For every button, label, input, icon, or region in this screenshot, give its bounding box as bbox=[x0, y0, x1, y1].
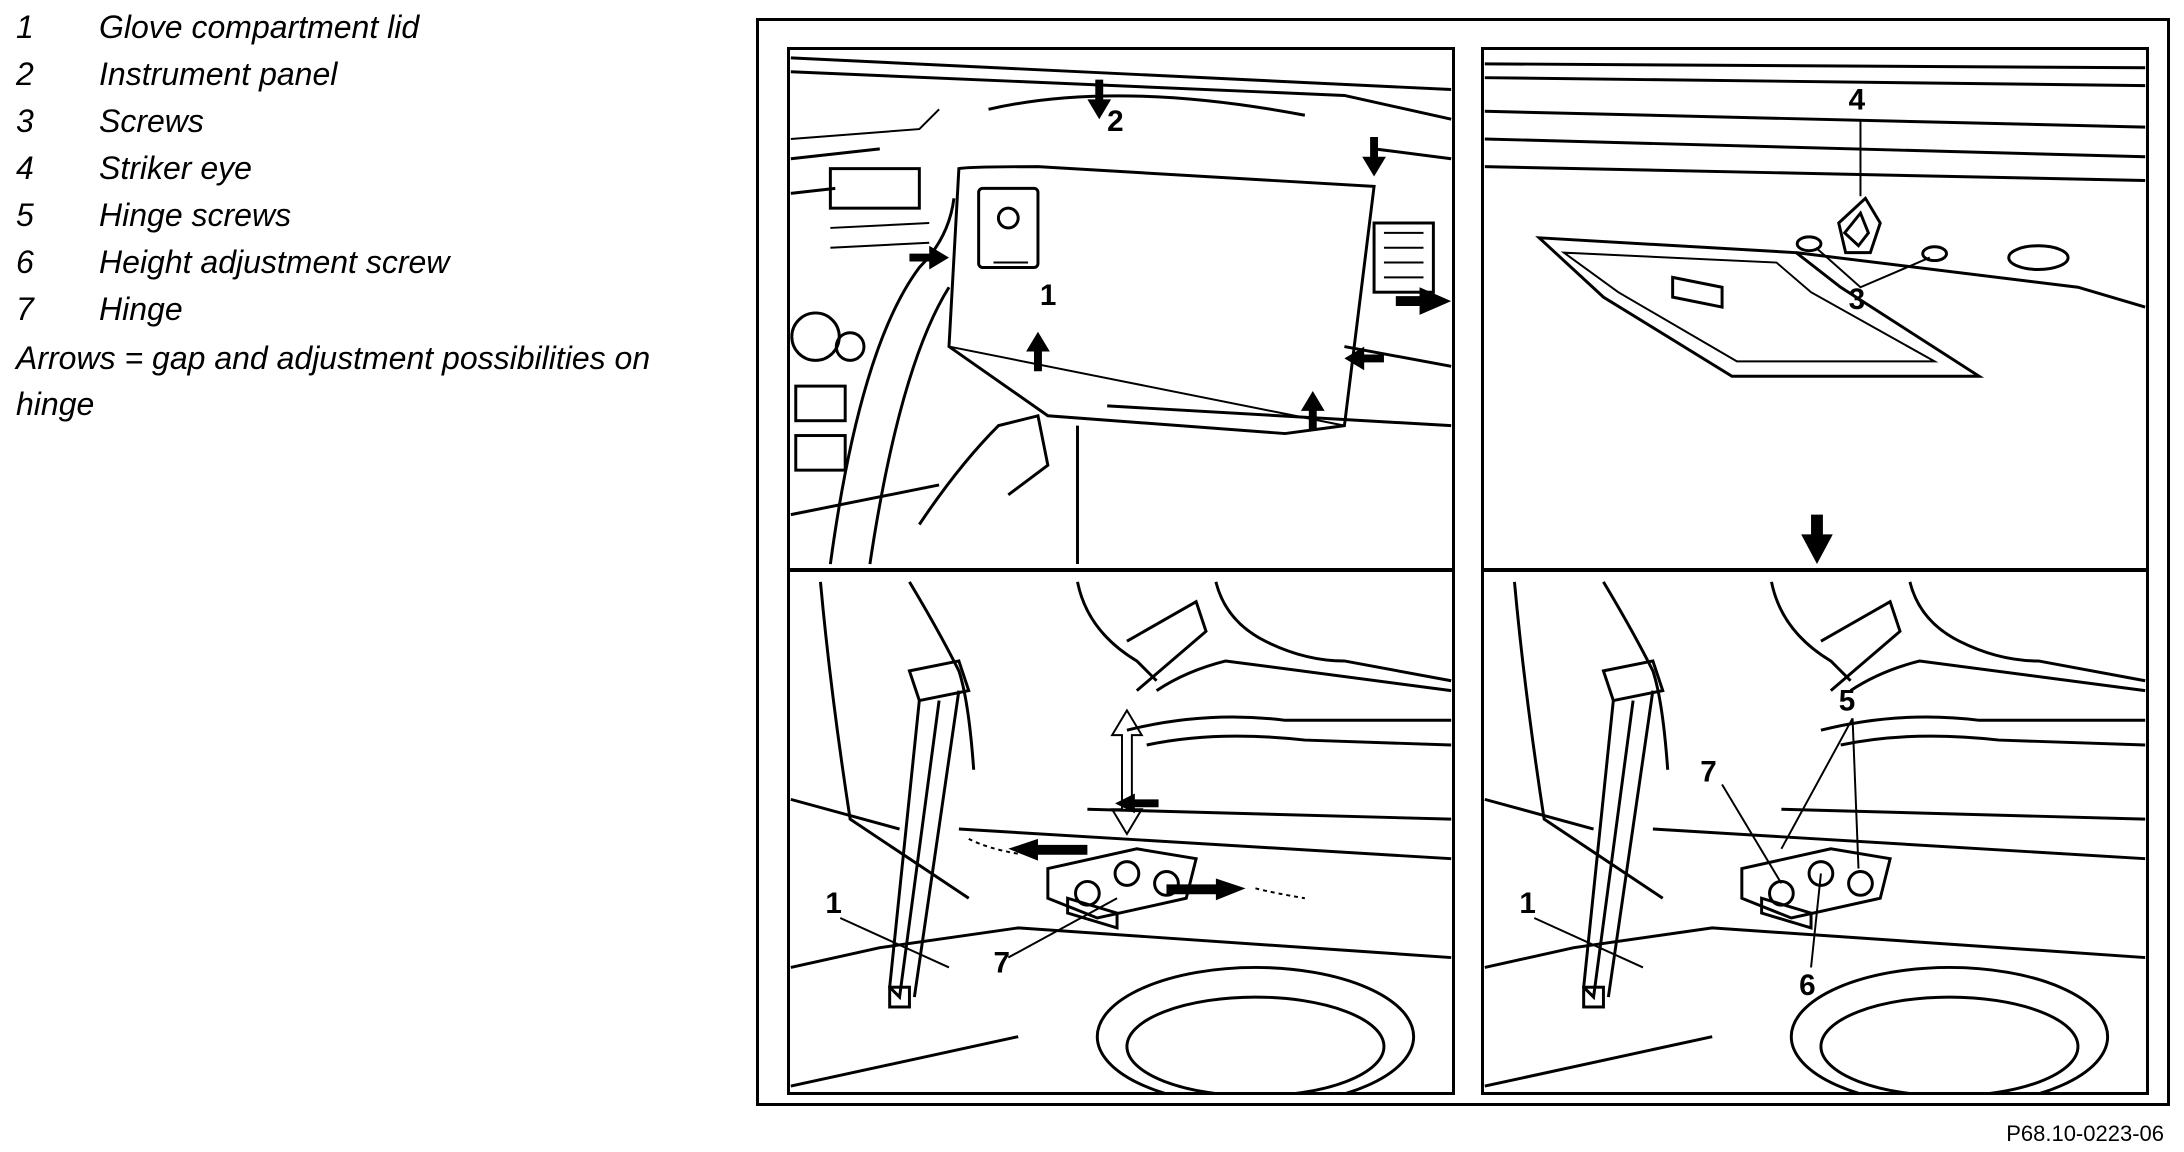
callout-label: 1 bbox=[825, 887, 842, 920]
legend-label: Hinge screws bbox=[99, 197, 292, 233]
callout-label: 3 bbox=[1849, 283, 1866, 316]
legend-label: Hinge bbox=[99, 291, 183, 327]
panel-lid-overview: 2 1 bbox=[787, 47, 1455, 571]
hinge-adjustment-drawing: 1 7 bbox=[790, 581, 1452, 1092]
striker-eye-drawing: 4 3 bbox=[1484, 62, 2146, 565]
legend-label: Height adjustment screw bbox=[99, 244, 450, 280]
diagram-figure: 2 1 4 3 bbox=[756, 18, 2170, 1106]
legend-number: 3 bbox=[16, 103, 34, 139]
legend-row: 5 Hinge screws bbox=[16, 192, 716, 239]
callout-label: 1 bbox=[1040, 279, 1057, 312]
legend-number: 2 bbox=[16, 56, 34, 92]
legend-row: 6 Height adjustment screw bbox=[16, 239, 716, 286]
legend-row: 2 Instrument panel bbox=[16, 51, 716, 98]
legend-row: 4 Striker eye bbox=[16, 145, 716, 192]
legend-row: 3 Screws bbox=[16, 98, 716, 145]
legend-number: 7 bbox=[16, 291, 34, 327]
legend-label: Screws bbox=[99, 103, 204, 139]
legend-number: 4 bbox=[16, 150, 34, 186]
panel-hinge-adjustment: 1 7 bbox=[787, 569, 1455, 1095]
lid-overview-drawing: 2 1 bbox=[790, 56, 1452, 565]
legend-row: 7 Hinge bbox=[16, 286, 716, 333]
legend-note: Arrows = gap and adjustment possibilitie… bbox=[16, 340, 651, 422]
legend-label: Glove compartment lid bbox=[99, 9, 420, 45]
legend-number: 1 bbox=[16, 9, 34, 45]
legend-label: Striker eye bbox=[99, 150, 252, 186]
legend-label: Instrument panel bbox=[99, 56, 338, 92]
callout-label: 4 bbox=[1849, 83, 1866, 116]
figure-code: P68.10-0223-06 bbox=[2006, 1121, 2164, 1146]
legend-number: 6 bbox=[16, 244, 34, 280]
callout-label: 5 bbox=[1839, 684, 1856, 717]
callout-label: 1 bbox=[1519, 887, 1536, 920]
panel-hinge-screws: 5 7 1 6 bbox=[1481, 569, 2149, 1095]
callout-label: 7 bbox=[993, 946, 1010, 979]
callout-label: 7 bbox=[1700, 756, 1717, 789]
callout-label: 6 bbox=[1799, 969, 1816, 1002]
callout-label: 2 bbox=[1107, 105, 1124, 138]
legend-row: 1 Glove compartment lid bbox=[16, 4, 716, 51]
legend: 1 Glove compartment lid 2 Instrument panel… bbox=[16, 4, 716, 427]
hinge-screws-drawing: 5 7 1 6 bbox=[1484, 581, 2146, 1092]
panel-striker-eye: 4 3 bbox=[1481, 47, 2149, 571]
legend-number: 5 bbox=[16, 197, 34, 233]
